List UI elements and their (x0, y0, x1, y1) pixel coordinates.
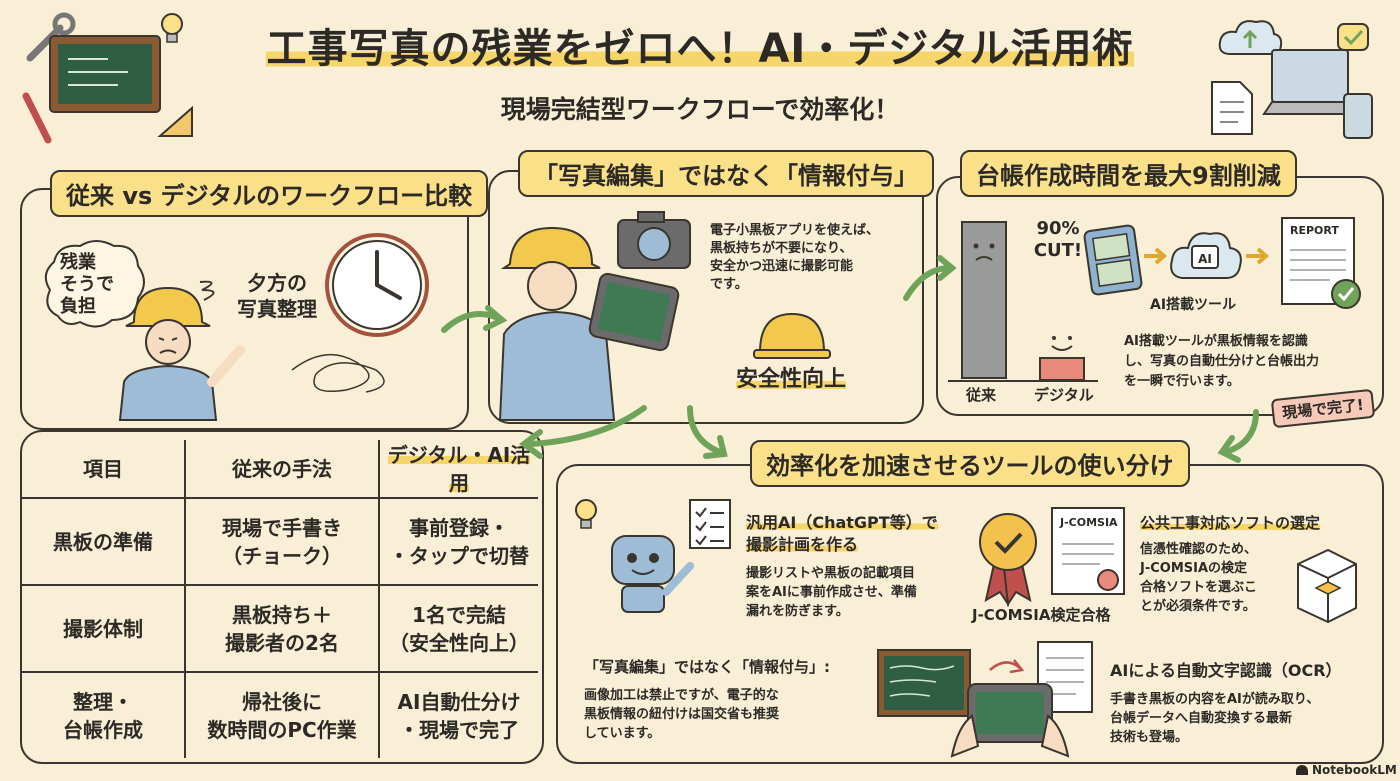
cut-label: 90% CUT! (1033, 218, 1083, 261)
document-icon (1211, 81, 1253, 135)
wrench-icon (26, 12, 76, 62)
checklist-icon (689, 499, 731, 549)
table-header-item: 項目 (22, 440, 186, 499)
arrow-info-to-tools (687, 405, 728, 459)
table-cell: 撮影体制 (22, 584, 186, 674)
info-description: 電子小黒板アプリを使えば、 黒板持ちが不要になり、 安全かつ迅速に撮影可能 です… (710, 223, 880, 292)
public-works-description: 信憑性確認のため、 J-COMSIAの検定 合格ソフトを選ぶこ とが必須条件です… (1140, 542, 1258, 614)
table-cell: 黒板の準備 (22, 496, 186, 587)
report-document-icon (1281, 217, 1361, 309)
reduction-tag-label: 台帳作成時間を最大9割削減 (976, 162, 1281, 190)
arrow-reduce-to-tools (1217, 409, 1259, 463)
table-row: 整理・ 台帳作成 帰社後に 数時間のPC作業 AI自動仕分け ・現場で完了 (22, 671, 538, 758)
info-not-edit-title: 「写真編集」ではなく「情報付与」: (584, 658, 831, 676)
certificate-document-icon (1051, 507, 1125, 595)
sad-gray-bar (961, 221, 1007, 379)
page-subtitle-text: 現場完結型ワークフローで効率化！ (500, 95, 900, 124)
reduction-tag: 台帳作成時間を最大9割削減 (960, 150, 1297, 197)
report-label: REPORT (1290, 224, 1339, 237)
worried-worker-illustration (118, 286, 245, 421)
bar-label-digital: デジタル (1034, 386, 1094, 404)
table-header-row: 項目 従来の手法 デジタル・AI活用 (22, 440, 538, 499)
hands-tablet-icon (950, 683, 1070, 758)
public-works-title-text: 公共工事対応ソフトの選定 (1140, 514, 1321, 532)
page-title: 工事写真の残業をゼロへ！AI・デジタル活用術 (200, 16, 1200, 74)
table-row: 黒板の準備 現場で手書き （チョーク） 事前登録・ ・タップで切替 (22, 496, 538, 587)
worker-with-tablet-illustration (498, 226, 680, 421)
bar-axis (948, 380, 1098, 382)
certificate-doc-label: J-COMSIA (1060, 516, 1118, 529)
arrow-info-to-reduce (903, 255, 957, 301)
award-ribbon-icon (979, 513, 1037, 607)
ai-tool-label: AI搭載ツール (1150, 297, 1237, 313)
flow-arrow-icon (1246, 247, 1270, 265)
genai-title-text: 汎用AI（ChatGPT等）で 撮影計画を作る (746, 513, 938, 554)
flow-arrow-icon (1144, 247, 1168, 265)
checkmark-bubble-icon (1337, 23, 1369, 51)
page-title-text: 工事写真の残業をゼロへ！AI・デジタル活用術 (266, 26, 1134, 72)
photo-tablet-icon (1083, 224, 1143, 296)
jcomsia-certified-label: J-COMSIA検定合格 (972, 606, 1111, 624)
tools-tag-label: 効率化を加速させるツールの使い分け (766, 452, 1174, 480)
handwritten-chalkboard-icon (877, 649, 971, 717)
comparison-table-panel (20, 430, 544, 764)
onsite-complete-label: 現場で完了! (1281, 395, 1365, 423)
chalkboard-icon (49, 35, 161, 113)
arrow-compare-to-info (441, 305, 508, 333)
table-row: 撮影体制 黒板持ち＋ 撮影者の2名 1名で完結 （安全性向上） (22, 584, 538, 674)
lightbulb-icon (161, 13, 183, 43)
stress-scribble-icon (199, 280, 215, 301)
evening-sorting-label: 夕方の 写真整理 (237, 271, 317, 321)
comparison-table: 項目 従来の手法 デジタル・AI活用 黒板の準備 現場で手書き （チョーク） 事… (22, 440, 538, 758)
smartphone-icon (1343, 93, 1373, 139)
table-cell: 事前登録・ ・タップで切替 (378, 496, 538, 587)
comparison-tag: 従来 vs デジタルのワークフロー比較 (50, 170, 489, 217)
robot-icon (611, 535, 694, 613)
pencil-icon (22, 92, 52, 144)
public-works-title: 公共工事対応ソフトの選定 (1140, 514, 1321, 532)
ocr-title: AIによる自動文字認識（OCR） (1110, 661, 1342, 680)
lightbulb-icon (575, 499, 597, 529)
info-tag: 「写真編集」ではなく「情報付与」 (518, 150, 934, 197)
info-not-edit-description: 画像加工は禁止ですが、電子的な 黒板情報の紐付けは国交省も推奨 しています。 (584, 688, 780, 741)
table-cell: AI自動仕分け ・現場で完了 (378, 671, 538, 758)
table-cell: 整理・ 台帳作成 (22, 671, 186, 758)
overtime-bubble-text: 残業 そうで 負担 (60, 252, 114, 317)
brand-label: NotebookLM (1312, 763, 1397, 777)
data-document-icon (1037, 641, 1093, 713)
notebooklm-logo-icon (1296, 765, 1308, 775)
ruler-icon (157, 105, 193, 137)
genai-description: 撮影リストや黒板の記載項目 案をAIに事前作成させ、準備 漏れを防ぎます。 (746, 566, 917, 619)
arrow-info-to-table (519, 405, 647, 459)
clock-icon (325, 233, 429, 337)
red-arrow-icon (989, 659, 1025, 674)
ai-cloud-icon (1170, 232, 1242, 279)
bar-label-traditional: 従来 (966, 386, 997, 404)
safety-label: 安全性向上 (736, 366, 847, 394)
brand-badge: NotebookLM (1296, 763, 1397, 777)
table-header-digital: デジタル・AI活用 (378, 440, 538, 499)
ocr-description: 手書き黒板の内容をAIが読み取り、 台帳データへ自動変換する最新 技術も登場。 (1110, 692, 1320, 745)
hardhat-icon (753, 312, 831, 359)
software-box-icon (1297, 548, 1357, 624)
speech-cloud-icon (44, 240, 145, 328)
tools-tag: 効率化を加速させるツールの使い分け (750, 440, 1190, 487)
table-cell: 現場で手書き （チョーク） (184, 496, 380, 587)
comparison-tag-label: 従来 vs デジタルのワークフロー比較 (66, 182, 473, 210)
page-subtitle: 現場完結型ワークフローで効率化！ (350, 90, 1050, 126)
reduction-description: AI搭載ツールが黒板情報を認識 し、写真の自動仕分けと台帳出力 を一瞬で行います… (1124, 334, 1320, 389)
table-cell: 1名で完結 （安全性向上） (378, 584, 538, 674)
genai-title: 汎用AI（ChatGPT等）で 撮影計画を作る (746, 512, 961, 556)
table-cell: 黒板持ち＋ 撮影者の2名 (184, 584, 380, 674)
info-tag-label: 「写真編集」ではなく「情報付与」 (534, 162, 918, 190)
ai-chip-label: AI (1198, 252, 1212, 266)
table-header-traditional: 従来の手法 (184, 440, 380, 499)
safety-label-text: 安全性向上 (736, 367, 847, 392)
camera-icon (617, 211, 691, 269)
happy-red-bar (1039, 336, 1085, 381)
table-cell: 帰社後に 数時間のPC作業 (184, 671, 380, 758)
messy-scribble-icon (291, 353, 385, 393)
